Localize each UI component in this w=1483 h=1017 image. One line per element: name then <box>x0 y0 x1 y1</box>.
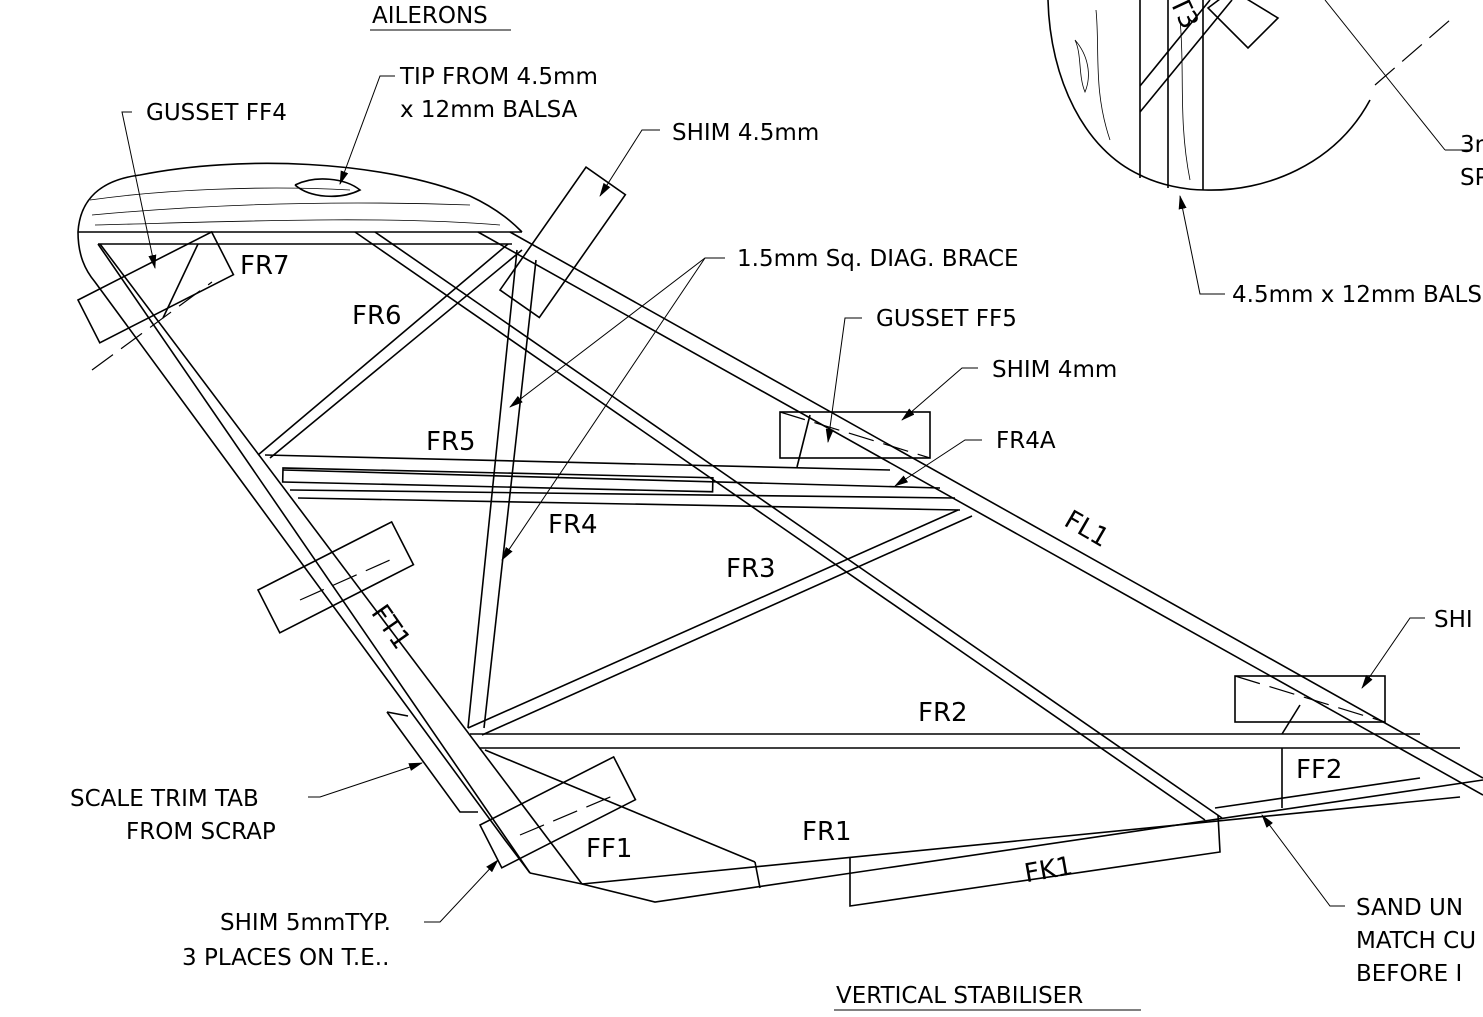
titles: AILERONS VERTICAL STABILISER <box>370 3 1141 1011</box>
stabiliser-structure <box>76 162 1483 907</box>
ailerons-title: AILERONS <box>372 3 488 29</box>
inset-balsa-label: 4.5mm x 12mm BALS <box>1232 282 1482 308</box>
part-fr3: FR3 <box>726 554 776 584</box>
part-ff1: FF1 <box>586 834 632 864</box>
part-fr4: FR4 <box>548 510 598 540</box>
sand-label-line2: MATCH CU <box>1356 928 1476 954</box>
tip-label-line1: TIP FROM 4.5mm <box>399 64 598 90</box>
tip-outline <box>77 162 523 233</box>
diag-brace-label: 1.5mm Sq. DIAG. BRACE <box>737 246 1019 272</box>
shim-tip <box>76 230 235 344</box>
trim-tab-label-line1: SCALE TRIM TAB <box>70 786 259 812</box>
shim5-label-line2: 3 PLACES ON T.E.. <box>182 945 389 971</box>
sand-label-line3: BEFORE I <box>1356 961 1462 987</box>
scale-trim-tab <box>386 711 478 813</box>
inset-outline <box>1047 0 1371 191</box>
callout-labels: GUSSET FF4 TIP FROM 4.5mm x 12mm BALSA S… <box>70 64 1476 987</box>
shim-right-label: SHI <box>1434 607 1473 633</box>
tip-label-line2: x 12mm BALSA <box>400 97 578 123</box>
shim-te-mid <box>256 520 415 634</box>
sand-label-line1: SAND UN <box>1356 895 1463 921</box>
inset-sp-label: SP <box>1460 165 1483 191</box>
shim5-label-line1: SHIM 5mmTYP. <box>220 910 391 936</box>
trim-tab-label-line2: FROM SCRAP <box>126 819 276 845</box>
shim-4-label: SHIM 4mm <box>992 357 1117 383</box>
part-fr2: FR2 <box>918 698 968 728</box>
part-ft1: FT1 <box>365 599 416 655</box>
shim-45 <box>498 166 627 319</box>
part-fr1: FR1 <box>802 817 852 847</box>
gusset-ff5-label: GUSSET FF5 <box>876 306 1017 332</box>
shim-right <box>1234 675 1386 723</box>
shim-45-label: SHIM 4.5mm <box>672 120 819 146</box>
inset-detail: T3 3r SP 4.5mm x 12mm BALS <box>1047 0 1483 308</box>
vertical-stabiliser-title: VERTICAL STABILISER <box>836 983 1083 1009</box>
inset-3r-label: 3r <box>1460 132 1483 158</box>
part-fr5: FR5 <box>426 427 476 457</box>
inset-t3-label: T3 <box>1163 0 1204 34</box>
part-fk1: FK1 <box>1022 851 1075 889</box>
part-fr7: FR7 <box>240 251 290 281</box>
shim-4mm <box>779 411 931 459</box>
part-fr6: FR6 <box>352 301 402 331</box>
gusset-ff4-label: GUSSET FF4 <box>146 100 287 126</box>
shim-te-bottom <box>478 755 637 869</box>
part-ff2: FF2 <box>1296 755 1342 785</box>
leaders <box>121 75 1425 923</box>
fr4a-label: FR4A <box>996 428 1056 454</box>
part-fl1: FL1 <box>1059 505 1114 554</box>
